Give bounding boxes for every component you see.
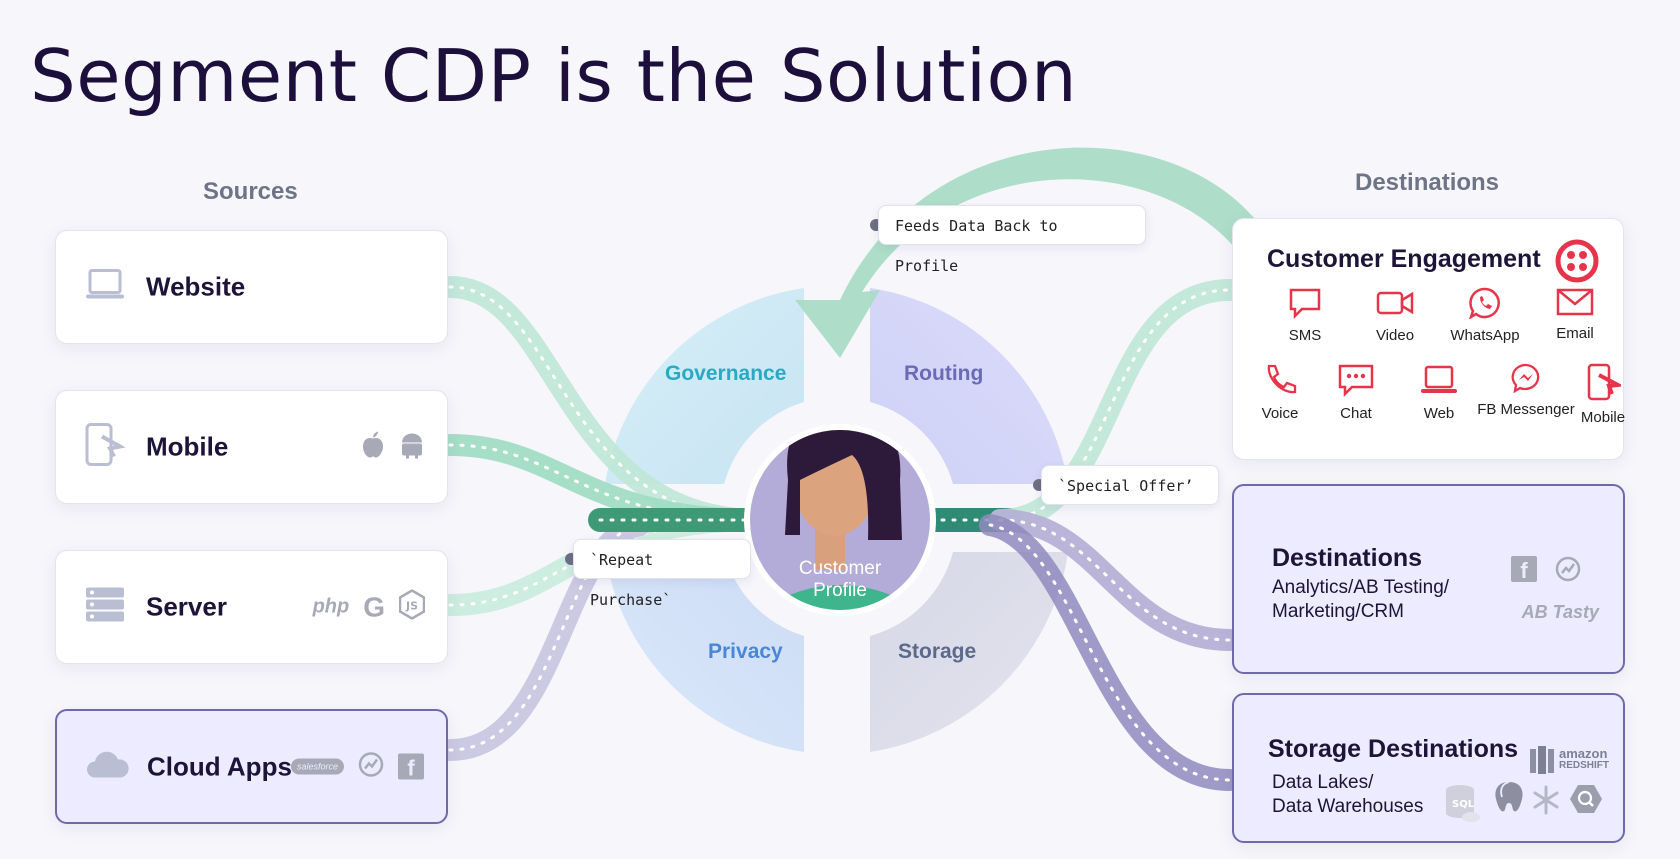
channel-label: FB Messenger bbox=[1477, 401, 1575, 418]
channel-label: Voice bbox=[1261, 405, 1299, 422]
facebook-logo: f bbox=[398, 753, 424, 781]
channel-sms[interactable]: SMS bbox=[1260, 287, 1350, 344]
customer-engagement-title: Customer Engagement bbox=[1267, 245, 1541, 273]
snowflake-icon bbox=[1531, 785, 1561, 820]
special-offer-pill: `Special Offer’ bbox=[1041, 465, 1219, 505]
source-mobile-card[interactable]: Mobile bbox=[55, 390, 448, 504]
mobile-export-icon bbox=[84, 423, 126, 472]
channel-label: WhatsApp bbox=[1450, 327, 1520, 344]
analytics-destinations-line1: Analytics/AB Testing/ bbox=[1272, 577, 1450, 598]
channel-label: Chat bbox=[1340, 405, 1372, 422]
bigquery-icon bbox=[1569, 783, 1603, 820]
channel-label: Mobile bbox=[1580, 409, 1626, 426]
salesforce-logo: salesforce bbox=[290, 758, 344, 775]
svg-text:JS: JS bbox=[405, 600, 418, 613]
phone-icon bbox=[1267, 364, 1297, 394]
channel-email[interactable]: Email bbox=[1530, 287, 1620, 342]
server-icon bbox=[84, 586, 126, 629]
channel-web[interactable]: Web bbox=[1394, 363, 1484, 422]
storage-destinations-card[interactable]: Storage Destinations Data Lakes/ Data Wa… bbox=[1232, 693, 1625, 843]
customer-engagement-card[interactable]: Customer Engagement SMS Video WhatsApp E… bbox=[1232, 218, 1625, 460]
channel-fb-messenger[interactable]: FB Messenger bbox=[1475, 363, 1577, 418]
twilio-logo bbox=[1555, 239, 1599, 288]
source-website-card[interactable]: Website bbox=[55, 230, 448, 344]
sources-heading: Sources bbox=[203, 178, 298, 205]
source-cloud-apps-card[interactable]: Cloud Apps salesforce f bbox=[55, 709, 448, 824]
routing-quadrant bbox=[870, 288, 1068, 484]
apple-icon bbox=[361, 431, 385, 464]
storage-quadrant bbox=[870, 552, 1068, 752]
source-label: Mobile bbox=[146, 431, 229, 462]
source-label: Server bbox=[146, 591, 227, 622]
governance-quadrant bbox=[605, 288, 804, 484]
whatsapp-icon bbox=[1469, 287, 1500, 319]
redshift-text: REDSHIFT bbox=[1559, 760, 1609, 771]
analytics-destinations-card[interactable]: Destinations Analytics/AB Testing/ Marke… bbox=[1232, 484, 1625, 674]
analytics-destinations-title: Destinations bbox=[1272, 544, 1423, 572]
feedback-pill: Feeds Data Back to Profile bbox=[878, 205, 1146, 275]
destinations-heading: Destinations bbox=[1355, 169, 1500, 196]
sql-database-icon: SQL bbox=[1443, 783, 1481, 828]
channel-whatsapp[interactable]: WhatsApp bbox=[1440, 287, 1530, 344]
android-icon bbox=[399, 431, 425, 464]
facebook-logo: f bbox=[1511, 556, 1537, 583]
channel-label: Video bbox=[1375, 327, 1415, 344]
redshift-logo: amazon REDSHIFT bbox=[1529, 745, 1609, 775]
governance-label: Governance bbox=[665, 362, 787, 385]
channel-label: Email bbox=[1556, 325, 1594, 342]
channel-video[interactable]: Video bbox=[1350, 287, 1440, 344]
storage-label: Storage bbox=[898, 640, 977, 663]
channel-label: SMS bbox=[1288, 327, 1322, 344]
php-logo: php bbox=[312, 595, 350, 618]
google-logo: G bbox=[363, 591, 385, 622]
repeat-purchase-pill: `Repeat Purchase` bbox=[573, 539, 751, 609]
video-icon bbox=[1376, 291, 1414, 315]
channel-mobile[interactable]: Mobile bbox=[1558, 363, 1648, 426]
routing-label: Routing bbox=[904, 362, 984, 385]
channel-chat[interactable]: Chat bbox=[1311, 363, 1401, 422]
laptop-icon bbox=[84, 267, 126, 308]
sms-icon bbox=[1289, 288, 1321, 319]
avatar bbox=[744, 424, 936, 616]
analytics-destinations-line2: Marketing/CRM bbox=[1272, 601, 1404, 622]
laptop-icon bbox=[1421, 365, 1457, 393]
chat-icon bbox=[1338, 364, 1374, 397]
page-title: Segment CDP is the Solution bbox=[30, 34, 1078, 118]
storage-destinations-title: Storage Destinations bbox=[1268, 735, 1519, 763]
feedback-arrow bbox=[795, 147, 1265, 358]
source-label: Cloud Apps bbox=[147, 751, 292, 781]
amazon-text: amazon bbox=[1559, 746, 1608, 761]
mobile-export-icon bbox=[1587, 363, 1621, 401]
storage-destinations-line2: Data Warehouses bbox=[1272, 796, 1424, 817]
abtasty-logo: AB Tasty bbox=[1521, 602, 1599, 622]
cloud-icon bbox=[85, 749, 129, 784]
messenger-icon bbox=[1511, 363, 1540, 393]
amplitude-logo bbox=[358, 751, 384, 782]
amplitude-logo bbox=[1555, 556, 1581, 587]
source-server-card[interactable]: Server php G JS bbox=[55, 550, 448, 664]
sql-text: SQL bbox=[1452, 799, 1475, 810]
profile-label-line1: Customer bbox=[798, 558, 882, 579]
privacy-label: Privacy bbox=[708, 640, 783, 663]
postgres-icon bbox=[1491, 779, 1527, 824]
email-icon bbox=[1556, 288, 1594, 316]
profile-label: Customer Profile bbox=[780, 558, 900, 602]
privacy-quadrant bbox=[605, 552, 804, 752]
nodejs-logo: JS bbox=[398, 589, 426, 625]
channel-voice[interactable]: Voice bbox=[1235, 363, 1325, 422]
source-label: Website bbox=[146, 271, 246, 302]
profile-label-line2: Profile bbox=[813, 580, 867, 601]
channel-label: Web bbox=[1423, 405, 1455, 422]
storage-destinations-line1: Data Lakes/ bbox=[1272, 772, 1374, 793]
